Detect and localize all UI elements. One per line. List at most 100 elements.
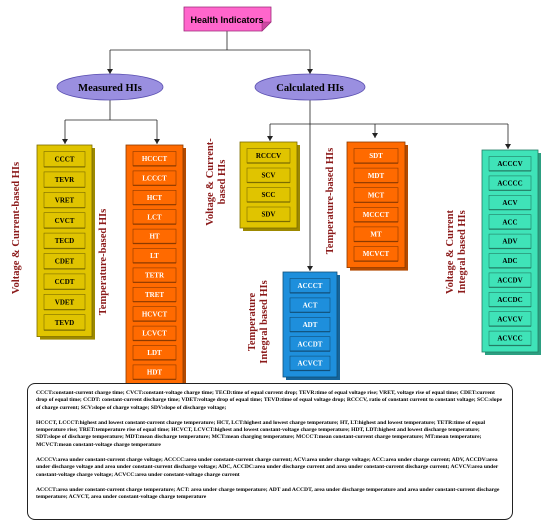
- indicator-label: HCVCT: [142, 310, 168, 318]
- indicator-item: ACCCT: [289, 278, 331, 294]
- indicator-label: SCC: [261, 191, 275, 199]
- indicator-item: MCT: [353, 187, 399, 203]
- indicator-label: ACV: [502, 199, 517, 207]
- indicator-label: CVCT: [55, 217, 75, 225]
- indicator-item: ADT: [289, 316, 331, 333]
- indicator-label: HCCCT: [142, 155, 168, 163]
- group-title-line: Integral based HIs: [457, 210, 468, 293]
- indicator-item: CDET: [43, 253, 86, 270]
- indicator-label: ACCDT: [298, 340, 323, 348]
- arrow-head: [107, 69, 113, 74]
- calculated-ellipse: [254, 73, 366, 101]
- indicator-label: SDV: [261, 211, 275, 219]
- measured-label: Measured HIs: [78, 83, 142, 94]
- indicator-item: ACC: [488, 214, 532, 230]
- indicator-label: TRET: [145, 291, 164, 299]
- indicator-label: ACVCV: [497, 315, 522, 323]
- arrow-head: [307, 266, 313, 271]
- indicator-label: MDT: [368, 172, 385, 180]
- group-title-line: Temperature-based HIs: [325, 148, 336, 254]
- root-node: Health Indicators: [183, 6, 272, 32]
- indicator-label: ACC: [502, 218, 517, 226]
- indicator-item: HCT: [132, 190, 177, 206]
- root-box-fold: [261, 21, 272, 32]
- group-title-line: Voltage & Current-based HIs: [11, 162, 22, 294]
- indicator-item: TECD: [43, 232, 86, 250]
- calculated-node: Calculated HIs: [254, 73, 366, 101]
- indicator-item: ACCDC: [488, 291, 532, 308]
- group-temp-c: SDT MDT MCT MCCCT MT MCVCT Temperature-based H…: [325, 141, 408, 271]
- indicator-label: TEVD: [55, 319, 74, 327]
- connector-lines: [62, 31, 511, 271]
- indicator-label: TECD: [55, 237, 74, 245]
- indicator-item: MT: [353, 226, 399, 243]
- indicator-label: HT: [149, 233, 159, 241]
- arrow-head: [307, 69, 313, 74]
- indicator-label: MCVCT: [363, 250, 390, 258]
- indicator-item: SDV: [246, 206, 291, 223]
- indicator-item: LDT: [132, 345, 177, 361]
- indicator-item: TRET: [132, 286, 177, 303]
- hierarchy-diagram: Health Indicators Measured HIs Calculate…: [11, 6, 541, 383]
- indicator-label: ACCCT: [298, 282, 323, 290]
- abbreviation-legend: CCCT:constant-current charge time; CVCT:…: [27, 383, 513, 520]
- indicator-label: RCCCV: [256, 152, 281, 160]
- indicator-item: SCV: [246, 167, 291, 184]
- legend-temperature: HCCCT, LCCCT:highest and lowest constant…: [36, 419, 486, 448]
- legend-voltage-current-integral: ACCCV:area under constant-current charge…: [36, 457, 499, 478]
- legend-temperature-integral: ACCCT:area under constant-current charge…: [36, 486, 500, 501]
- calculated-label: Calculated HIs: [276, 83, 343, 94]
- legend-voltage-current: CCCT:constant-current charge time; CVCT:…: [36, 390, 503, 411]
- indicator-item: VRET: [43, 192, 86, 209]
- indicator-item: ADC: [488, 253, 532, 269]
- indicator-item: HCVCT: [132, 306, 177, 322]
- indicator-item: ACCDV: [488, 272, 532, 288]
- indicator-item: TETR: [132, 267, 177, 283]
- indicator-item: ACCCC: [488, 175, 532, 191]
- group-title-line: Temperature-based HIs: [98, 209, 109, 315]
- indicator-item: LCVCT: [132, 325, 177, 342]
- indicator-label: ACVCC: [497, 335, 522, 343]
- indicator-label: ADC: [502, 257, 517, 265]
- group-title-line: Integral based HIs: [259, 280, 270, 363]
- indicator-item: ACVCV: [488, 311, 532, 327]
- indicator-item: VDET: [43, 293, 86, 311]
- indicator-label: TETR: [145, 272, 165, 280]
- indicator-item: MCCCT: [353, 207, 399, 223]
- group-title-line: based HIs: [217, 160, 228, 205]
- indicator-item: MCVCT: [353, 246, 399, 262]
- indicator-label: MCT: [368, 191, 385, 199]
- indicator-item: SDT: [353, 148, 399, 164]
- arrow-head: [154, 139, 160, 144]
- indicator-label: LT: [150, 252, 159, 260]
- indicator-label: ACCDV: [497, 277, 522, 285]
- indicator-label: VRET: [55, 196, 75, 204]
- group-title: Temperature-based HIs: [98, 209, 109, 315]
- indicator-item: HT: [132, 228, 177, 245]
- indicator-item: ACVCC: [488, 330, 532, 347]
- indicator-label: SDT: [369, 152, 383, 160]
- indicator-item: RCCCV: [246, 148, 291, 164]
- arrow-head: [62, 139, 68, 144]
- group-title-line: Voltage & Current: [445, 210, 456, 294]
- indicator-label: CCCT: [55, 156, 75, 164]
- indicator-label: CDET: [55, 258, 75, 266]
- indicator-label: ACVCT: [298, 360, 323, 368]
- indicator-item: SCC: [246, 187, 291, 203]
- indicator-item: CCDT: [43, 273, 86, 290]
- measured-ellipse: [56, 73, 164, 101]
- group-title: Voltage & Current-based HIs: [11, 162, 22, 294]
- indicator-item: HDT: [132, 364, 177, 380]
- indicator-item: TEVR: [43, 171, 86, 188]
- indicator-label: MCCCT: [363, 211, 390, 219]
- indicator-label: CCDT: [55, 278, 75, 286]
- indicator-item: HCCCT: [132, 151, 177, 167]
- indicator-label: ACCCC: [497, 180, 522, 188]
- indicator-groups: CCCT TEVR VRET CVCT TECD CDET CCDT VDET TEVD Volt…: [11, 138, 541, 383]
- indicator-item: LCCCT: [132, 170, 177, 186]
- group-title: Voltage & CurrentIntegral based HIs: [445, 210, 468, 294]
- indicator-label: SCV: [261, 172, 275, 180]
- indicator-label: LDT: [147, 349, 162, 357]
- indicator-label: ADT: [303, 321, 318, 329]
- indicator-item: ACCDT: [289, 336, 331, 352]
